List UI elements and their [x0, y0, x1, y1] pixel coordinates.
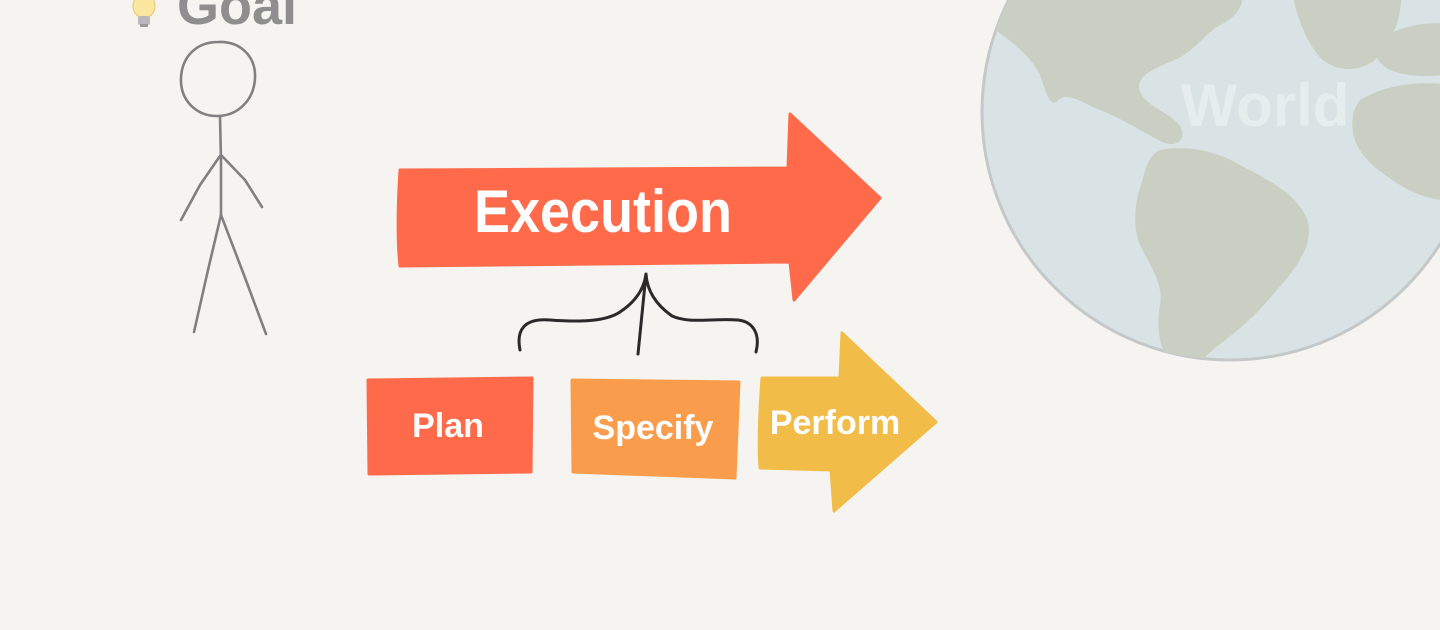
- world-label: World: [1181, 72, 1350, 139]
- stick-figure-head: [179, 40, 257, 118]
- perform-arrow-shape: [757, 331, 938, 513]
- specify-box: [570, 378, 741, 480]
- perform-label: Perform: [770, 404, 900, 442]
- continent-europe: [1375, 23, 1440, 76]
- stick-figure: [179, 40, 268, 336]
- goal-label: Goal: [177, 0, 297, 36]
- continent-africa: [1352, 83, 1440, 202]
- execution-label: Execution: [474, 178, 732, 245]
- execution-arrow-shape: [396, 112, 882, 302]
- world-globe: World: [980, 0, 1440, 362]
- plan-box: [366, 376, 534, 476]
- stage-plan: Plan: [366, 376, 534, 476]
- stick-figure-right-leg: [219, 213, 268, 336]
- continent-greenland: [1290, 0, 1402, 70]
- execution-arrow: Execution: [396, 112, 882, 302]
- stick-figure-right-arm: [220, 154, 264, 209]
- lightbulb-icon: [132, 0, 156, 27]
- continent-north-america: [990, 0, 1243, 144]
- continent-south-america: [1135, 148, 1309, 360]
- stick-figure-body: [218, 114, 223, 217]
- stage-specify: Specify: [570, 378, 741, 480]
- stage-perform: Perform: [757, 331, 938, 513]
- specify-label: Specify: [593, 409, 714, 447]
- curly-brace: [517, 272, 759, 356]
- goal-header: Goal: [132, 0, 297, 36]
- stick-figure-left-leg: [192, 213, 223, 334]
- plan-label: Plan: [412, 407, 484, 445]
- stick-figure-left-arm: [179, 154, 222, 222]
